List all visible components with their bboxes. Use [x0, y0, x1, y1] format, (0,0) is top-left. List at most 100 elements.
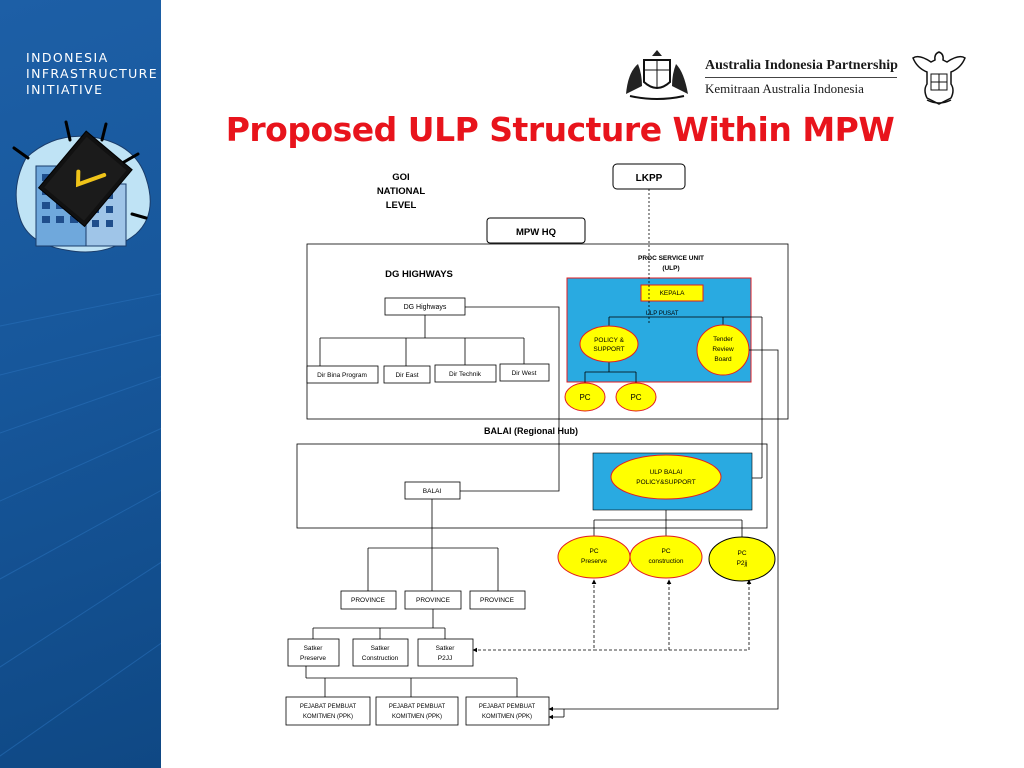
province-connectors — [367, 499, 499, 591]
tender-review-board-node: Tender Review Board — [696, 324, 750, 376]
svg-text:BALAI: BALAI — [423, 488, 442, 495]
pc-hq-node: PC — [615, 382, 657, 412]
divider — [705, 77, 897, 78]
brand-line: INFRASTRUCTURE — [26, 66, 159, 81]
lkpp-node: LKPP — [612, 163, 686, 190]
proc-service-unit-label: PROC SERVICE UNIT (ULP) — [638, 255, 704, 272]
svg-text:Dir East: Dir East — [395, 372, 418, 379]
ppk-connectors — [305, 666, 518, 697]
dir-bina-program-node: Dir Bina Program — [306, 365, 379, 384]
pc-preserve-node: PC Preserve — [557, 535, 631, 579]
svg-text:MPW HQ: MPW HQ — [516, 227, 556, 238]
province-node: PROVINCE — [340, 590, 397, 610]
decorative-stripes — [0, 293, 161, 757]
policy-support-hq-node: POLICY & SUPPORT — [579, 325, 639, 363]
svg-text:Dir West: Dir West — [512, 370, 537, 377]
svg-text:Preserve: Preserve — [581, 558, 607, 565]
svg-text:PROVINCE: PROVINCE — [416, 597, 451, 604]
svg-text:PROVINCE: PROVINCE — [351, 597, 386, 604]
svg-text:Tender: Tender — [713, 336, 734, 343]
goi-national-level-label: GOI NATIONAL LEVEL — [377, 172, 426, 211]
balai-heading: BALAI (Regional Hub) — [484, 426, 578, 436]
satker-preserve-node: Satker Preserve — [287, 638, 340, 667]
svg-text:PC: PC — [589, 548, 598, 555]
balai-node: BALAI — [404, 481, 461, 500]
svg-text:Construction: Construction — [362, 655, 399, 662]
building-checklist-icon — [12, 120, 151, 253]
dir-technik-node: Dir Technik — [434, 364, 497, 383]
svg-text:(ULP): (ULP) — [662, 265, 679, 272]
svg-text:PC: PC — [579, 393, 590, 402]
svg-text:GOI: GOI — [392, 172, 409, 183]
pc-satker-dashed-links — [472, 579, 752, 653]
balai-pc-connectors — [593, 510, 743, 537]
brand-line: INDONESIA — [26, 50, 109, 65]
sidebar: INDONESIA INFRASTRUCTURE INITIATIVE — [0, 0, 161, 768]
svg-text:PEJABAT PEMBUAT: PEJABAT PEMBUAT — [479, 704, 536, 710]
svg-text:PC: PC — [737, 550, 746, 557]
svg-text:POLICY&SUPPORT: POLICY&SUPPORT — [636, 479, 696, 486]
australia-coat-of-arms-logo — [626, 50, 688, 100]
svg-text:LKPP: LKPP — [636, 173, 663, 184]
satker-construction-node: Satker Construction — [352, 638, 409, 667]
svg-text:PC: PC — [661, 548, 670, 555]
svg-text:PROVINCE: PROVINCE — [480, 597, 515, 604]
balai-container — [296, 443, 768, 529]
garuda-emblem-logo — [912, 51, 966, 105]
svg-text:Satker: Satker — [371, 645, 391, 652]
tender-review-ppk-links — [548, 349, 779, 720]
dg-highways-node: DG Highways — [384, 297, 466, 316]
svg-text:Dir Bina Program: Dir Bina Program — [317, 372, 367, 379]
kepala-node: KEPALA — [640, 284, 704, 302]
satker-connectors — [312, 609, 446, 639]
svg-text:Satker: Satker — [436, 645, 456, 652]
svg-text:LEVEL: LEVEL — [386, 200, 417, 211]
ppk-node: PEJABAT PEMBUAT KOMITMEN (PPK) — [285, 696, 371, 726]
slide-title: Proposed ULP Structure Within MPW — [225, 110, 895, 149]
svg-text:PEJABAT PEMBUAT: PEJABAT PEMBUAT — [389, 704, 446, 710]
partnership-title: Australia Indonesia Partnership — [705, 58, 898, 73]
pc-p2jj-node: PC P2jj — [708, 536, 776, 582]
dg-highways-heading: DG HIGHWAYS — [385, 269, 453, 280]
ppk-node: PEJABAT PEMBUAT KOMITMEN (PPK) — [375, 696, 459, 726]
dg-tree-connectors — [319, 315, 525, 366]
mpw-hq-node: MPW HQ — [486, 217, 586, 244]
svg-text:P2JJ: P2JJ — [438, 655, 452, 662]
svg-text:Satker: Satker — [304, 645, 324, 652]
svg-text:SUPPORT: SUPPORT — [593, 346, 624, 353]
svg-text:KOMITMEN (PPK): KOMITMEN (PPK) — [482, 714, 532, 720]
ppk-node: PEJABAT PEMBUAT KOMITMEN (PPK) — [465, 696, 550, 726]
svg-text:DG Highways: DG Highways — [404, 304, 447, 311]
partnership-logo: Australia Indonesia Partnership Kemitraa… — [705, 58, 898, 97]
hq-container — [306, 243, 789, 420]
svg-text:POLICY &: POLICY & — [594, 337, 625, 344]
dg-to-balai-connector — [460, 306, 560, 492]
satker-p2jj-node: Satker P2JJ — [417, 638, 474, 667]
svg-text:KEPALA: KEPALA — [660, 290, 685, 297]
province-node: PROVINCE — [404, 590, 462, 610]
pc-construction-node: PC construction — [629, 535, 703, 579]
brand-text: INDONESIA INFRASTRUCTURE INITIATIVE — [26, 50, 158, 98]
brand-line: INITIATIVE — [26, 82, 104, 97]
province-node: PROVINCE — [469, 590, 526, 610]
dir-east-node: Dir East — [383, 365, 431, 384]
ulp-pusat-connectors — [584, 316, 763, 479]
pc-hq-node: PC — [564, 382, 606, 412]
svg-text:ULP BALAI: ULP BALAI — [650, 469, 683, 476]
svg-text:NATIONAL: NATIONAL — [377, 186, 426, 197]
svg-text:Review: Review — [712, 346, 734, 353]
svg-text:KOMITMEN (PPK): KOMITMEN (PPK) — [392, 714, 442, 720]
dir-west-node: Dir West — [499, 363, 550, 382]
partnership-subtitle: Kemitraan Australia Indonesia — [705, 81, 864, 96]
ulp-pusat-label: ULP PUSAT — [646, 311, 679, 317]
svg-text:PEJABAT PEMBUAT: PEJABAT PEMBUAT — [300, 704, 357, 710]
svg-text:KOMITMEN (PPK): KOMITMEN (PPK) — [303, 714, 353, 720]
svg-text:P2jj: P2jj — [737, 560, 748, 567]
svg-text:Preserve: Preserve — [300, 655, 326, 662]
svg-text:Board: Board — [714, 356, 732, 363]
svg-text:PROC SERVICE UNIT: PROC SERVICE UNIT — [638, 255, 704, 262]
svg-text:PC: PC — [630, 393, 641, 402]
svg-text:Dir Technik: Dir Technik — [449, 371, 482, 378]
ulp-balai-policy-support-node: ULP BALAI POLICY&SUPPORT — [610, 454, 722, 500]
